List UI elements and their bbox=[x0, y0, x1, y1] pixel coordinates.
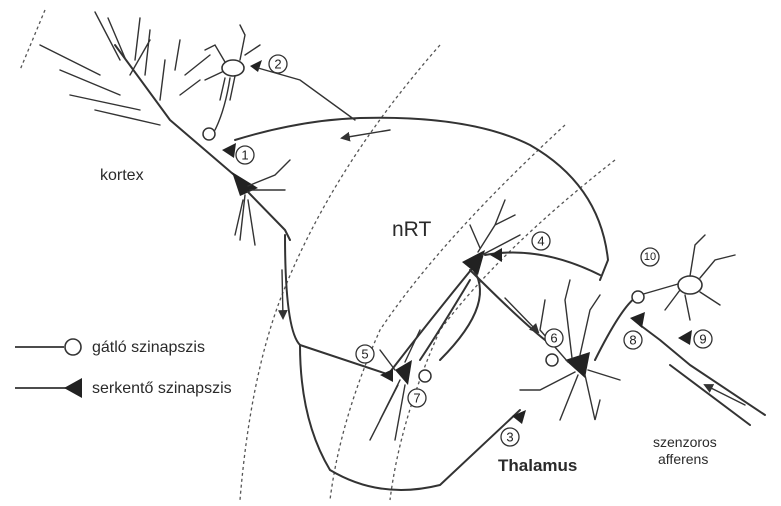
synapse-number-6: 6 bbox=[545, 329, 563, 347]
synapse-markers bbox=[203, 128, 644, 424]
sensory-afferent-label-line2: afferens bbox=[658, 451, 708, 467]
cortical-interneuron bbox=[205, 25, 355, 130]
legend: gátló szinapszis serkentő szinapszis bbox=[15, 339, 232, 398]
svg-text:9: 9 bbox=[699, 332, 706, 347]
synapse-number-10: 10 bbox=[641, 248, 659, 266]
cortex-label: kortex bbox=[100, 167, 144, 184]
synapse-number-9: 9 bbox=[694, 330, 712, 348]
thalamus-label: Thalamus bbox=[498, 456, 577, 475]
excitatory-synapse-icon bbox=[64, 378, 82, 398]
svg-text:5: 5 bbox=[361, 347, 368, 362]
sensory-afferent-label-line1: szenzoros bbox=[653, 434, 717, 450]
synapse-number-7: 7 bbox=[408, 389, 426, 407]
svg-text:1: 1 bbox=[241, 148, 248, 163]
excitatory-synapse bbox=[222, 143, 236, 158]
legend-inhibitory: gátló szinapszis bbox=[15, 339, 205, 356]
synapse-number-2: 2 bbox=[269, 55, 287, 73]
svg-text:8: 8 bbox=[629, 333, 636, 348]
thalamic-relay-neuron bbox=[520, 280, 640, 420]
svg-text:10: 10 bbox=[644, 251, 656, 263]
legend-excitatory: serkentő szinapszis bbox=[15, 378, 232, 398]
legend-inhibitory-label: gátló szinapszis bbox=[92, 339, 205, 356]
synapse-number-5: 5 bbox=[356, 345, 374, 363]
synapse-number-3: 3 bbox=[501, 428, 519, 446]
region-boundaries bbox=[20, 10, 615, 500]
svg-text:7: 7 bbox=[413, 391, 420, 406]
inhibitory-synapse bbox=[203, 128, 215, 140]
svg-text:6: 6 bbox=[550, 331, 557, 346]
excitatory-synapse bbox=[380, 369, 393, 382]
inhibitory-synapse bbox=[546, 354, 558, 366]
synapse-number-labels: 1 2 3 4 5 6 7 8 9 10 bbox=[236, 55, 712, 446]
axon-pathways bbox=[235, 118, 608, 490]
svg-text:3: 3 bbox=[506, 430, 513, 445]
inhibitory-synapse bbox=[419, 370, 431, 382]
inhibitory-synapse bbox=[632, 291, 644, 303]
svg-text:4: 4 bbox=[537, 234, 544, 249]
inhibitory-synapse-icon bbox=[65, 339, 81, 355]
synapse-number-1: 1 bbox=[236, 146, 254, 164]
svg-text:2: 2 bbox=[274, 57, 281, 72]
nrt-label: nRT bbox=[392, 218, 431, 241]
cortical-pyramidal-neuron bbox=[40, 12, 290, 245]
legend-excitatory-label: serkentő szinapszis bbox=[92, 380, 232, 397]
synapse-number-8: 8 bbox=[624, 331, 642, 349]
synapse-number-4: 4 bbox=[532, 232, 550, 250]
